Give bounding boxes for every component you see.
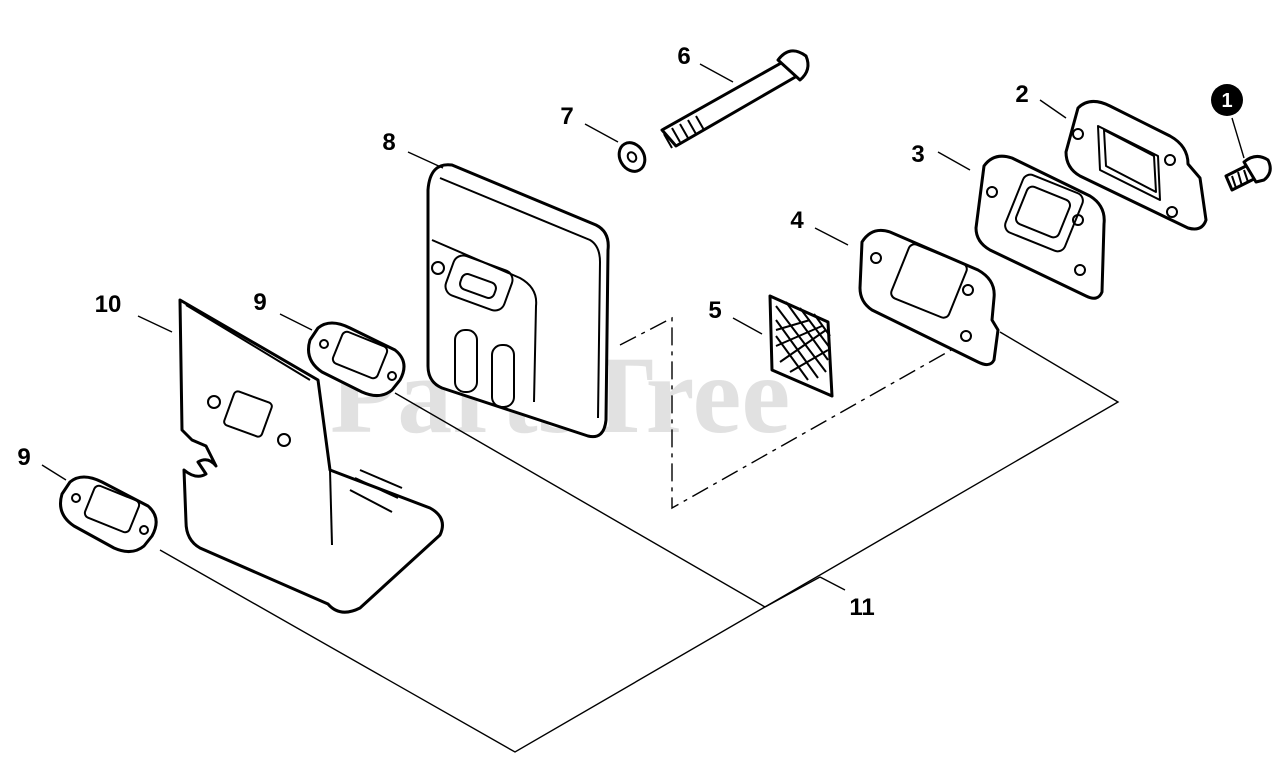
assembly-bracket-11	[159, 316, 1120, 753]
part-6-bolt[interactable]	[660, 49, 810, 149]
callout-1-badge: 1	[1211, 84, 1243, 116]
part-1-screw[interactable]	[1224, 155, 1272, 192]
callout-1: 1	[1221, 90, 1232, 112]
part-5-screen[interactable]	[768, 294, 834, 398]
leader-lines	[41, 63, 1245, 481]
callout-11: 11	[849, 594, 874, 621]
part-2-flange[interactable]	[1064, 100, 1208, 231]
callout-9-lower: 9	[17, 444, 30, 471]
callout-2: 2	[1015, 81, 1028, 108]
callout-8: 8	[382, 129, 395, 156]
callout-5: 5	[708, 297, 721, 324]
part-8-muffler[interactable]	[426, 163, 610, 439]
callout-7: 7	[560, 103, 573, 130]
callout-10: 10	[95, 291, 122, 318]
part-10-heat-shield[interactable]	[178, 298, 444, 614]
part-7-washer[interactable]	[614, 138, 650, 176]
part-3-gasket[interactable]	[974, 154, 1106, 300]
part-9-gasket-upper[interactable]	[307, 321, 406, 397]
part-9-gasket-lower[interactable]	[59, 475, 158, 553]
callout-6: 6	[677, 43, 690, 70]
callout-3: 3	[911, 141, 924, 168]
callout-4: 4	[790, 207, 804, 234]
part-4-gasket[interactable]	[858, 228, 1000, 367]
callout-9-upper: 9	[253, 289, 266, 316]
